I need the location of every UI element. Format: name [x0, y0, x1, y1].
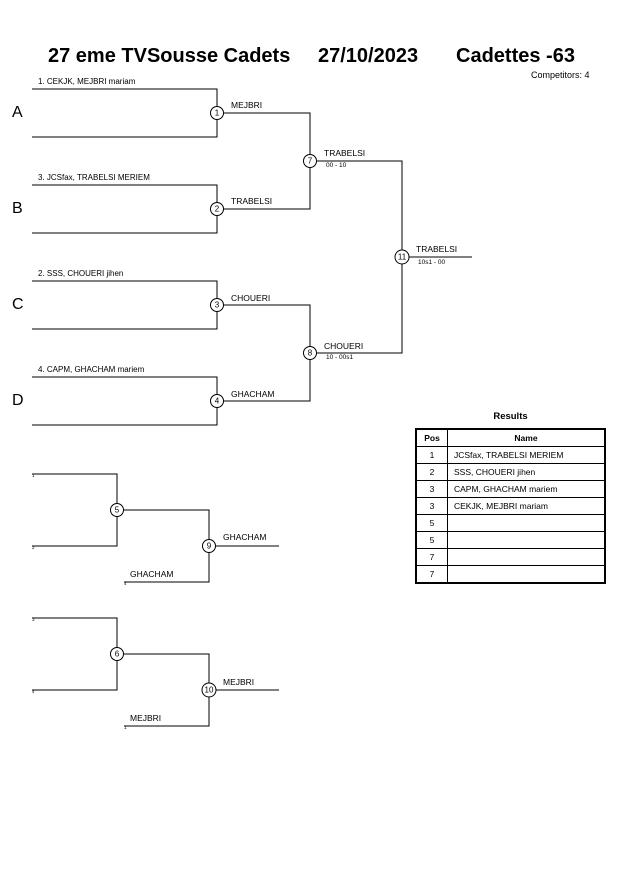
match-11-circle: 11 [394, 249, 410, 265]
result-name: JCSfax, TRABELSI MERIEM [447, 446, 606, 464]
results-header-row: Pos Name [415, 428, 606, 447]
match-number: 1 [215, 109, 220, 118]
result-pos: 1 [415, 446, 448, 464]
match-2-circle: 2 [210, 202, 224, 216]
result-pos: 2 [415, 463, 448, 481]
match-9-circle: 9 [202, 539, 216, 553]
pool-letter-d: D [12, 392, 24, 409]
result-name [447, 514, 606, 532]
repechage-1-slot-a: 1 [32, 473, 35, 478]
event-title: 27 eme TVSousse Cadets [48, 45, 291, 67]
match-10-circle: 10 [201, 682, 217, 698]
match-1-circle: 1 [210, 106, 224, 120]
result-pos: 3 [415, 480, 448, 498]
entry-1: 1. CEKJK, MEJBRI mariam [38, 77, 136, 86]
match-7-circle: 7 [303, 154, 317, 168]
match-7-winner: TRABELSI [324, 148, 366, 158]
match-number: 3 [215, 301, 220, 310]
result-name: SSS, CHOUERI jihen [447, 463, 606, 481]
results-row: 5 [415, 531, 606, 549]
bracket-line-match-1 [32, 88, 218, 138]
pool-letter-c: C [12, 296, 24, 313]
repechage-1-entrant-slot: 4 [124, 581, 127, 586]
match-7-score: 00 - 10 [326, 162, 347, 169]
result-name: CEKJK, MEJBRI mariam [447, 497, 606, 515]
repechage-2-entrant: MEJBRI [130, 713, 162, 723]
bracket-line-match-3 [32, 280, 218, 330]
entry-4: 4. CAPM, GHACHAM mariem [38, 365, 145, 374]
match-number: 10 [205, 686, 214, 695]
name-header: Name [447, 428, 606, 447]
match-number: 11 [398, 253, 407, 262]
results-row: 5 [415, 514, 606, 532]
match-3-circle: 3 [210, 298, 224, 312]
result-pos: 7 [415, 565, 448, 584]
match-2-winner: TRABELSI [231, 196, 273, 206]
competitors-count: Competitors: 4 [531, 70, 590, 80]
final-winner: TRABELSI [416, 244, 458, 254]
result-name [447, 548, 606, 566]
entry-2: 3. JCSfax, TRABELSI MERIEM [38, 173, 150, 182]
result-name [447, 531, 606, 549]
pos-header: Pos [415, 428, 448, 447]
match-number: 8 [308, 349, 313, 358]
entry-3: 2. SSS, CHOUERI jihen [38, 269, 124, 278]
event-date: 27/10/2023 [318, 45, 419, 67]
repechage-1-entrant: GHACHAM [130, 569, 174, 579]
match-number: 6 [115, 650, 120, 659]
match-8-score: 10 - 00s1 [326, 354, 354, 361]
result-name [447, 565, 606, 584]
bracket-line-match-7 [217, 112, 311, 210]
bracket-line-match-2 [32, 184, 218, 234]
category-title: Cadettes -63 [456, 45, 575, 67]
bracket-line-match-6 [32, 617, 118, 691]
result-pos: 5 [415, 531, 448, 549]
match-4-circle: 4 [210, 394, 224, 408]
bracket-line-match-8 [217, 304, 311, 402]
repechage-2-entrant-slot: 1 [124, 725, 127, 730]
result-pos: 7 [415, 548, 448, 566]
match-number: 4 [215, 397, 220, 406]
results-row: 7 [415, 565, 606, 584]
bracket-line-match-5 [32, 473, 118, 547]
match-5-circle: 5 [110, 503, 124, 517]
repechage-2-slot-a: 3 [32, 617, 35, 622]
result-pos: 5 [415, 514, 448, 532]
match-3-winner: CHOUERI [231, 293, 271, 303]
match-6-circle: 6 [110, 647, 124, 661]
match-number: 7 [308, 157, 313, 166]
results-title: Results [493, 411, 528, 422]
match-number: 9 [207, 542, 212, 551]
repechage-2-winner: MEJBRI [223, 677, 255, 687]
repechage-1-winner: GHACHAM [223, 532, 267, 542]
result-name: CAPM, GHACHAM mariem [447, 480, 606, 498]
match-number: 2 [215, 205, 220, 214]
match-8-winner: CHOUERI [324, 341, 364, 351]
match-1-winner: MEJBRI [231, 100, 263, 110]
bracket-line-match-4 [32, 376, 218, 426]
repechage-2-slot-b: 4 [32, 689, 35, 694]
bracket-line-match-11 [310, 160, 403, 354]
match-4-winner: GHACHAM [231, 389, 275, 399]
results-row: 7 [415, 548, 606, 566]
pool-letter-b: B [12, 200, 23, 217]
match-number: 5 [115, 506, 120, 515]
pool-letter-a: A [12, 104, 23, 121]
repechage-1-slot-b: 2 [32, 545, 35, 550]
result-pos: 3 [415, 497, 448, 515]
match-8-circle: 8 [303, 346, 317, 360]
final-score: 10s1 - 00 [418, 259, 446, 266]
